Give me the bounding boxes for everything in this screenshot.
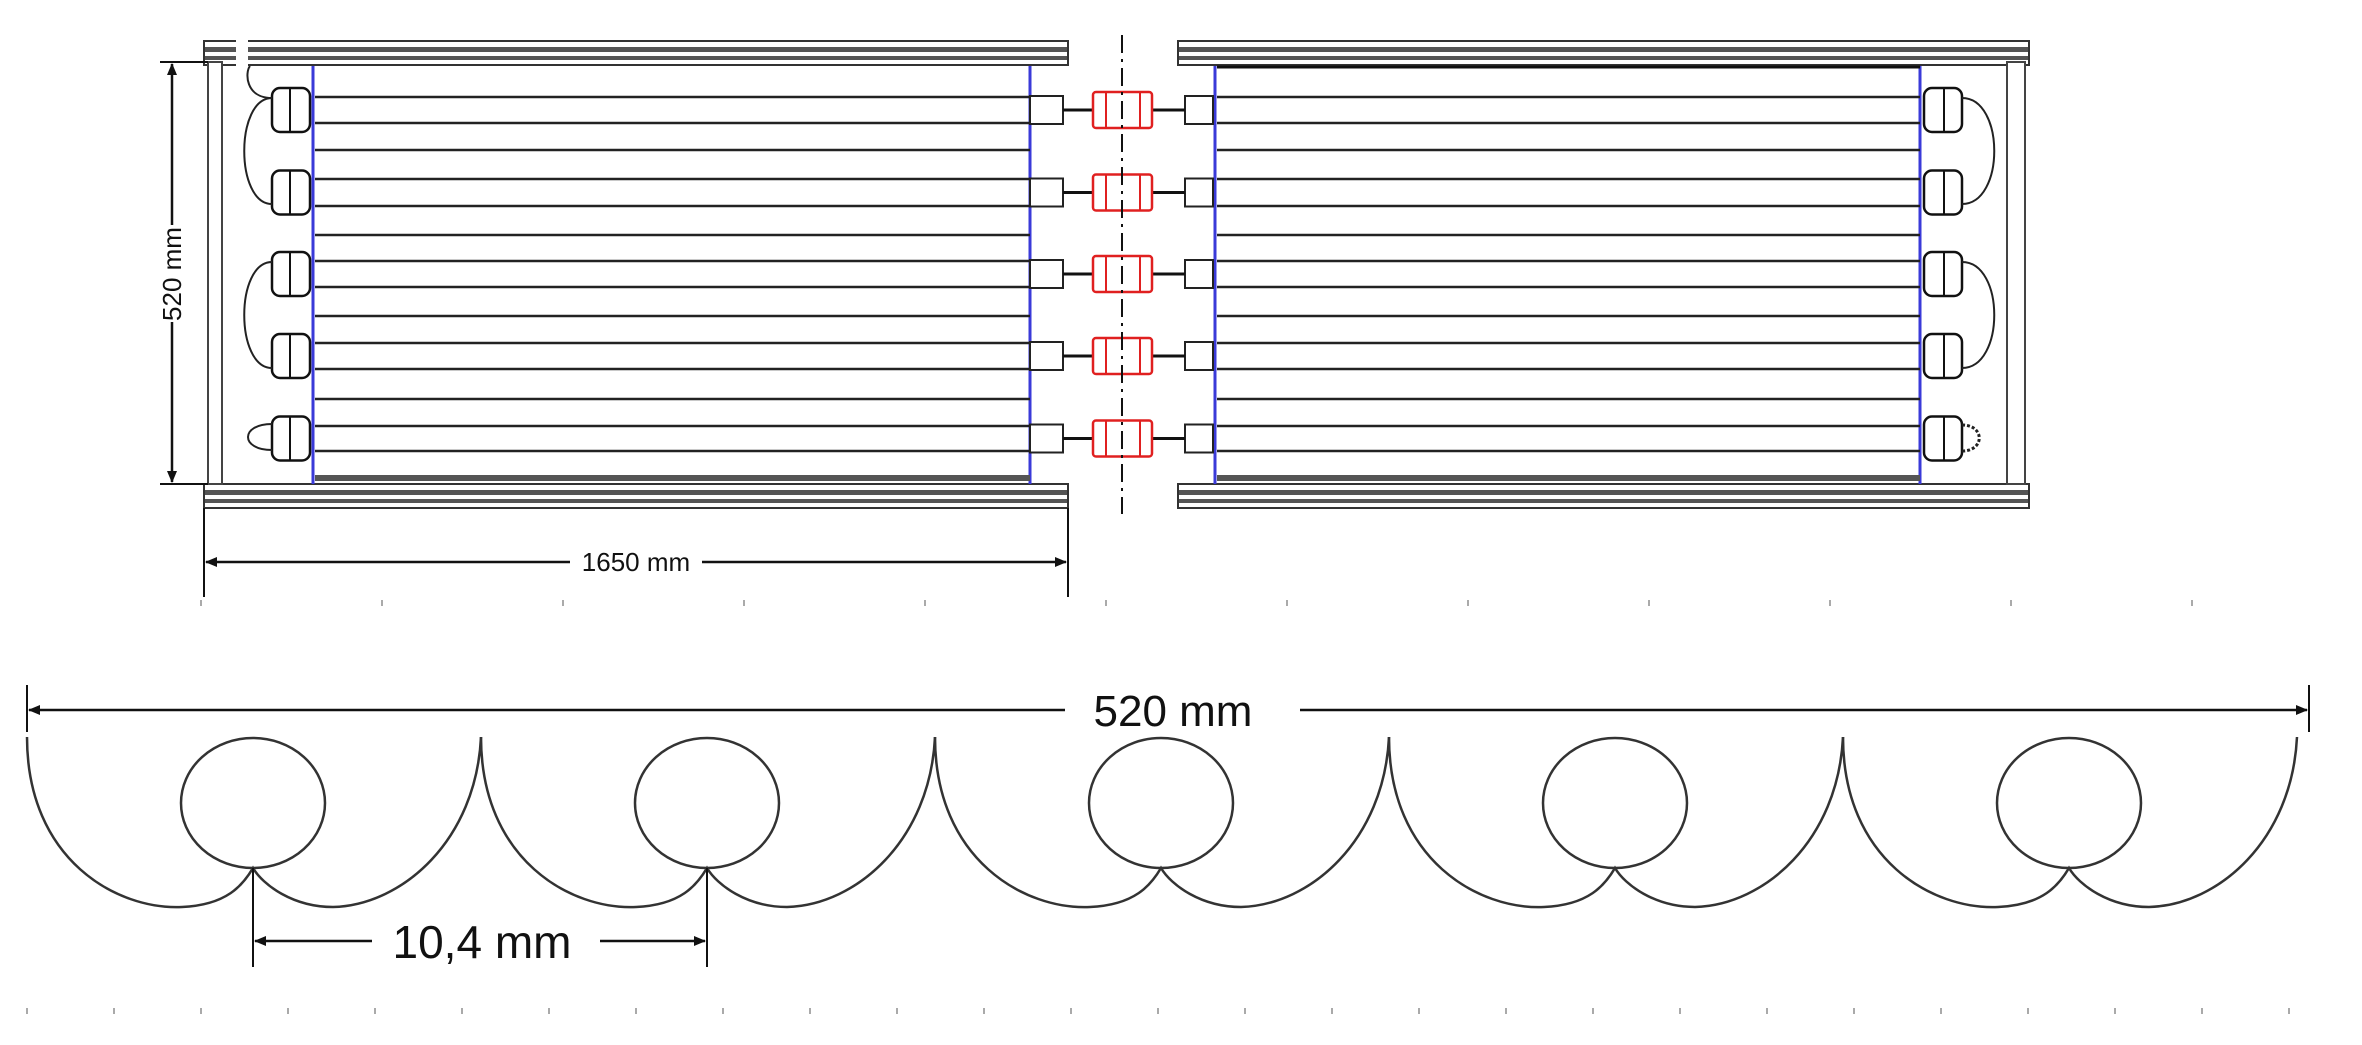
outlet-pipe bbox=[247, 423, 273, 451]
elbow-pipe-right bbox=[1961, 97, 1996, 205]
tube-stub bbox=[1029, 95, 1064, 125]
tube-stub bbox=[1184, 259, 1214, 289]
tube-circle bbox=[633, 736, 781, 870]
elbow-pipe-right bbox=[1961, 261, 1996, 369]
channel-profile bbox=[1387, 736, 1845, 909]
right-frame-bottom-rail-groove bbox=[1179, 490, 2028, 495]
end-cap-right bbox=[1961, 423, 1981, 453]
tube-circle bbox=[1541, 736, 1689, 870]
inlet-gap bbox=[236, 40, 248, 68]
left-frame-bottom-rail-groove bbox=[205, 490, 1067, 495]
top-view bbox=[160, 35, 2193, 606]
left-frame-side-bar bbox=[207, 61, 223, 485]
left-frame-top-rail bbox=[203, 40, 1069, 66]
tube-circle bbox=[1995, 736, 2143, 870]
tube-stub bbox=[1029, 177, 1064, 208]
tube-stub bbox=[1029, 341, 1064, 371]
right-frame-top-rail-groove bbox=[1179, 56, 2028, 60]
tube-circle bbox=[179, 736, 327, 870]
height-dimension-label: 520 mm bbox=[157, 227, 187, 321]
tube-circle bbox=[1087, 736, 1235, 870]
right-frame-bottom-rail-groove bbox=[1179, 499, 2028, 503]
tube-stub bbox=[1184, 341, 1214, 371]
tube-stub bbox=[1184, 177, 1214, 208]
left-frame-bottom-rail-groove bbox=[205, 499, 1067, 503]
elbow-pipe-left bbox=[243, 97, 273, 205]
tube-stub bbox=[1184, 95, 1214, 125]
cross-section-view bbox=[25, 685, 2310, 1014]
tube-stub bbox=[1029, 259, 1064, 289]
left-frame-top-rail-groove bbox=[205, 56, 1067, 60]
left-frame-top-rail-groove bbox=[205, 47, 1067, 52]
width-dimension-label: 520 mm bbox=[1094, 687, 1253, 736]
right-frame-top-rail-groove bbox=[1179, 47, 2028, 52]
channel-profile bbox=[933, 736, 1391, 909]
tube-stub bbox=[1184, 423, 1214, 454]
right-frame-top-rail bbox=[1177, 40, 2030, 66]
pitch-dimension-label: 10,4 mm bbox=[393, 916, 572, 968]
channel-profile bbox=[1841, 736, 2299, 909]
tube-stub bbox=[1029, 423, 1064, 454]
right-frame-bottom-rail bbox=[1177, 483, 2030, 509]
right-frame-side-bar bbox=[2006, 61, 2026, 485]
left-frame-bottom-rail bbox=[203, 483, 1069, 509]
length-dimension-label: 1650 mm bbox=[582, 547, 690, 577]
inlet-pipe bbox=[246, 65, 273, 99]
elbow-pipe-left bbox=[243, 261, 273, 369]
